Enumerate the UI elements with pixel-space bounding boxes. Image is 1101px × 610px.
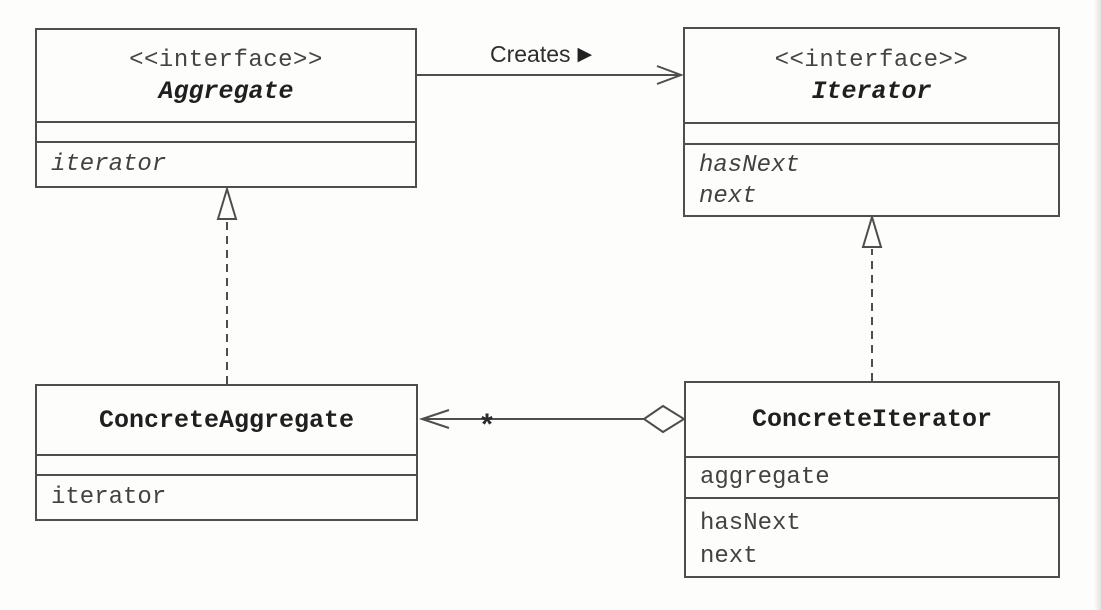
class-name: Aggregate bbox=[158, 76, 294, 106]
method-label: next bbox=[700, 543, 758, 570]
creates-direction-icon: ▶ bbox=[577, 44, 593, 65]
realization-arrow-concrete-iterator bbox=[861, 213, 883, 381]
aggregation-multiplicity-label: * bbox=[478, 411, 497, 445]
class-box-concrete-aggregate: ConcreteAggregate iterator bbox=[35, 384, 418, 521]
attributes-compartment bbox=[37, 454, 416, 474]
methods-compartment: hasNext next bbox=[685, 143, 1058, 215]
class-box-aggregate: <<interface>> Aggregate iterator bbox=[35, 28, 417, 188]
class-title-iterator: <<interface>> Iterator bbox=[685, 29, 1058, 122]
creates-label-text: Creates bbox=[490, 41, 571, 67]
method-label: hasNext bbox=[700, 510, 801, 537]
method-label: iterator bbox=[51, 483, 167, 511]
stereotype-label: <<interface>> bbox=[129, 46, 323, 74]
stereotype-label: <<interface>> bbox=[774, 46, 969, 74]
method-label: next bbox=[699, 183, 757, 210]
class-name: Iterator bbox=[811, 76, 932, 106]
class-title-concrete-aggregate: ConcreteAggregate bbox=[37, 386, 416, 454]
aggregation-link bbox=[418, 404, 686, 434]
class-title-concrete-iterator: ConcreteIterator bbox=[686, 383, 1058, 456]
method-label: hasNext bbox=[699, 152, 800, 179]
methods-compartment: iterator bbox=[37, 141, 415, 186]
creates-association-arrow bbox=[417, 65, 684, 85]
attributes-compartment bbox=[37, 121, 415, 141]
class-box-iterator: <<interface>> Iterator hasNext next bbox=[683, 27, 1060, 217]
class-name: ConcreteIterator bbox=[751, 405, 993, 434]
class-box-concrete-iterator: ConcreteIterator aggregate hasNext next bbox=[684, 381, 1060, 578]
creates-association-label: Creates ▶ bbox=[490, 41, 592, 68]
attribute-label: aggregate bbox=[700, 464, 830, 491]
methods-compartment: hasNext next bbox=[686, 497, 1058, 576]
class-title-aggregate: <<interface>> Aggregate bbox=[37, 30, 415, 121]
realization-arrow-concrete-aggregate bbox=[216, 185, 238, 384]
scanned-page-edge bbox=[1094, 0, 1101, 610]
methods-compartment: iterator bbox=[37, 474, 416, 519]
attributes-compartment: aggregate bbox=[686, 456, 1058, 497]
method-label: iterator bbox=[51, 150, 167, 178]
class-name: ConcreteAggregate bbox=[98, 405, 355, 435]
attributes-compartment bbox=[685, 122, 1058, 143]
